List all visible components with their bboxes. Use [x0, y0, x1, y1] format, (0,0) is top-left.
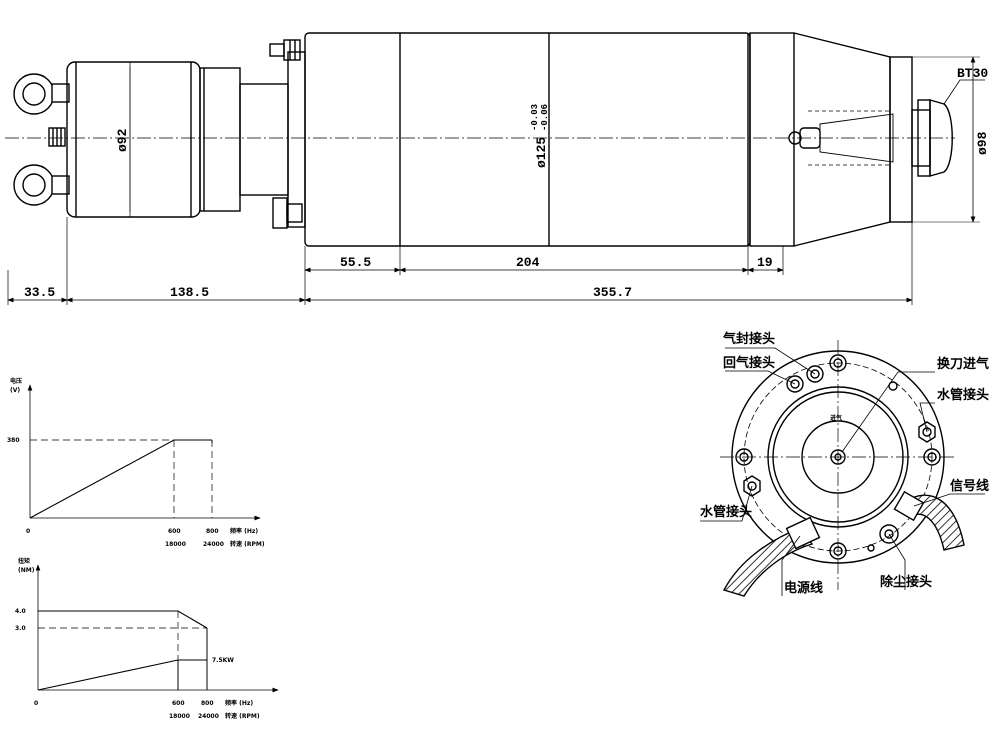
taper-nose [793, 32, 891, 247]
main-body [304, 32, 751, 247]
chart1-origin: 0 [26, 528, 30, 535]
center-bore [830, 449, 846, 465]
flange-outer-circle [731, 350, 945, 564]
chart2-y-tick-label: 4.0 [15, 608, 26, 615]
chart1-ylabel-unit: (V) [10, 387, 20, 394]
front-sleeve [749, 32, 795, 247]
spindle-end-view [700, 340, 985, 597]
dim-19: 19 [757, 255, 773, 270]
end-view-fittings [743, 365, 936, 552]
power-cable [722, 516, 821, 597]
spindle-side-view [5, 32, 985, 305]
chart2-origin: 0 [34, 700, 38, 707]
rear-cap [66, 61, 201, 218]
chart1-x-tick-hz: 600 [168, 528, 181, 535]
dim-dia-92: ø92 [115, 128, 130, 152]
bt30-label: BT30 [957, 66, 988, 81]
end-view-labels: 气封接头 回气接头 换刀进气 水管接头 信号线 水管接头 电源线 除尘接头 进气 [700, 331, 989, 596]
bolt-holes [735, 354, 941, 560]
label-dust-fitting: 除尘接头 [880, 574, 932, 590]
signal-cable [893, 490, 965, 551]
chart2-x-tick-hz: 600 [172, 700, 185, 707]
label-tool-change-air: 换刀进气 [937, 356, 989, 372]
lifting-ring-bottom [13, 164, 70, 206]
rear-fitting [48, 127, 66, 147]
charts-layer: 380 600 18000 800 24000 电压 (V) 0 频率 (Hz) 转速 (RPM)… [7, 377, 279, 720]
dim-355-7: 355.7 [593, 285, 632, 300]
chart1-x-tick-rpm: 24000 [203, 541, 224, 548]
label-signal-cable: 信号线 [950, 478, 989, 494]
chart2-xlabel-rpm: 转速 (RPM) [225, 712, 260, 720]
chart2-x-tick-hz: 800 [201, 700, 214, 707]
chart2-y-tick-label: 3.0 [15, 625, 26, 632]
body-circle [767, 386, 909, 528]
chart1-x-tick-rpm: 18000 [165, 541, 186, 548]
label-return-air-fitting: 回气接头 [723, 355, 775, 371]
label-power-cable: 电源线 [784, 580, 823, 596]
bt30-tool-holder [788, 99, 953, 177]
top-fitting [269, 39, 301, 61]
label-center-air-inlet: 进气 [830, 414, 842, 422]
chart2-x-tick-rpm: 24000 [198, 713, 219, 720]
chart2-xlabel-hz: 频率 (Hz) [225, 699, 253, 707]
chart2-series-0 [38, 610, 208, 629]
chart1-xlabel-hz: 频率 (Hz) [230, 527, 258, 535]
dim-tolerance-upper: -0.03 [530, 104, 540, 131]
bottom-fitting [272, 197, 303, 229]
chart1-y-tick-label: 380 [7, 437, 20, 444]
inner-body-circle [772, 391, 904, 523]
nose-circle [801, 420, 875, 494]
side-view-dimension-labels: 55.5 204 19 33.5 138.5 355.7 ø92 ø125 -0… [24, 66, 990, 300]
dim-33-5: 33.5 [24, 285, 55, 300]
rear-collar [199, 67, 241, 212]
chart2-ylabel-unit: (NM) [18, 567, 35, 574]
chart2-ylabel: 扭矩 [18, 557, 30, 565]
label-gas-seal-fitting: 气封接头 [723, 331, 775, 347]
chart2-series-1 [37, 659, 207, 691]
rear-flange [287, 51, 306, 228]
rear-neck [239, 83, 289, 196]
chart1-ylabel: 电压 [10, 377, 22, 385]
chart2-x-tick-rpm: 18000 [169, 713, 190, 720]
chart1-xlabel-rpm: 转速 (RPM) [230, 540, 265, 548]
chart2-annotation: 7.5KW [212, 657, 234, 664]
end-view-leaders [700, 347, 985, 596]
label-water-fitting-left: 水管接头 [700, 504, 752, 520]
dim-55-5: 55.5 [340, 255, 371, 270]
chart1-series-0 [29, 439, 212, 519]
dim-dia-98: ø98 [975, 131, 990, 155]
chart1-x-tick-hz: 800 [206, 528, 219, 535]
lifting-ring-top [13, 73, 70, 115]
dim-138-5: 138.5 [170, 285, 209, 300]
dim-tolerance-lower: -0.06 [540, 104, 550, 131]
dim-204: 204 [516, 255, 540, 270]
bolt-circle [743, 362, 933, 552]
dim-dia-125: ø125 [534, 137, 549, 168]
label-water-fitting-right: 水管接头 [937, 387, 989, 403]
